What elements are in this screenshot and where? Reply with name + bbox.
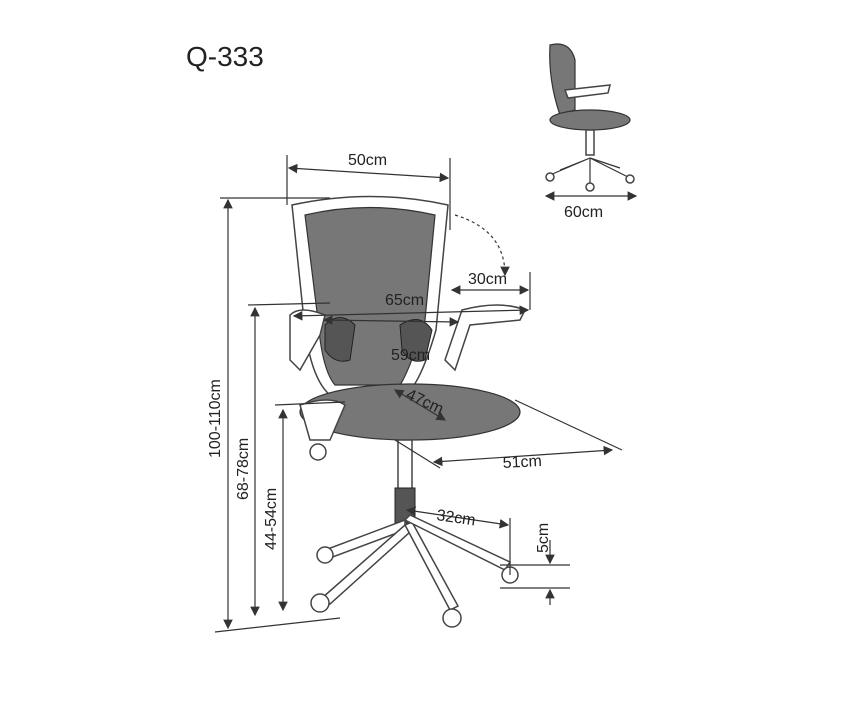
label-seat-height: 44-54cm — [263, 488, 280, 550]
label-caster-height: 5cm — [535, 523, 552, 553]
label-side-depth: 60cm — [564, 204, 603, 221]
label-armrest-height: 68-78cm — [235, 438, 252, 500]
model-title: Q-333 — [186, 41, 264, 72]
chair-side-thumbnail — [545, 43, 635, 192]
label-seat-width: 51cm — [502, 453, 542, 472]
dimension-lines — [214, 155, 638, 633]
label-base-radius: 32cm — [435, 507, 476, 529]
label-overall-width: 65cm — [385, 292, 424, 309]
label-total-height: 100-110cm — [207, 379, 224, 458]
label-inner-width: 59cm — [391, 347, 430, 364]
label-armrest-flip: 30cm — [468, 271, 507, 288]
chair-front-illustration — [289, 195, 527, 628]
label-backrest-width: 50cm — [348, 152, 387, 169]
